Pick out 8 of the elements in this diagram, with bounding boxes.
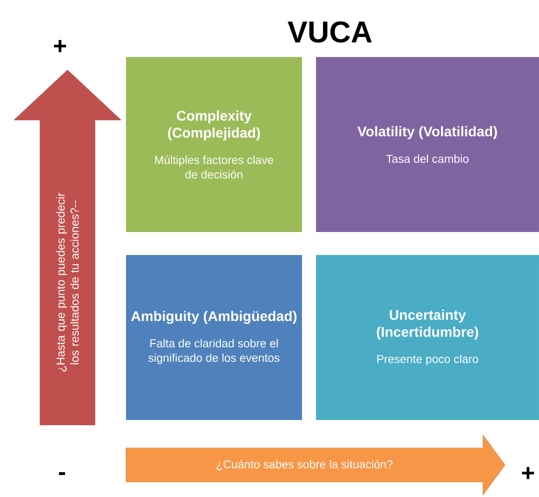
quadrant-box: Ambiguity (Ambigüedad) Falta de claridad sobre el significado de los eventos xyxy=(126,255,302,420)
quadrant-box: Complexity (Complejidad) Múltiples factores clave de decisión xyxy=(126,57,302,232)
axis-sign: + xyxy=(522,466,534,480)
quadrant-box: Volatility (Volatilidad) Tasa del cambio xyxy=(316,57,539,232)
quadrant-box: Uncertainty (Incertidumbre) Presente poco claro xyxy=(316,255,539,420)
axis-sign: - xyxy=(58,472,66,476)
axis-sign: + xyxy=(54,40,66,52)
title: VUCA xyxy=(288,21,372,43)
